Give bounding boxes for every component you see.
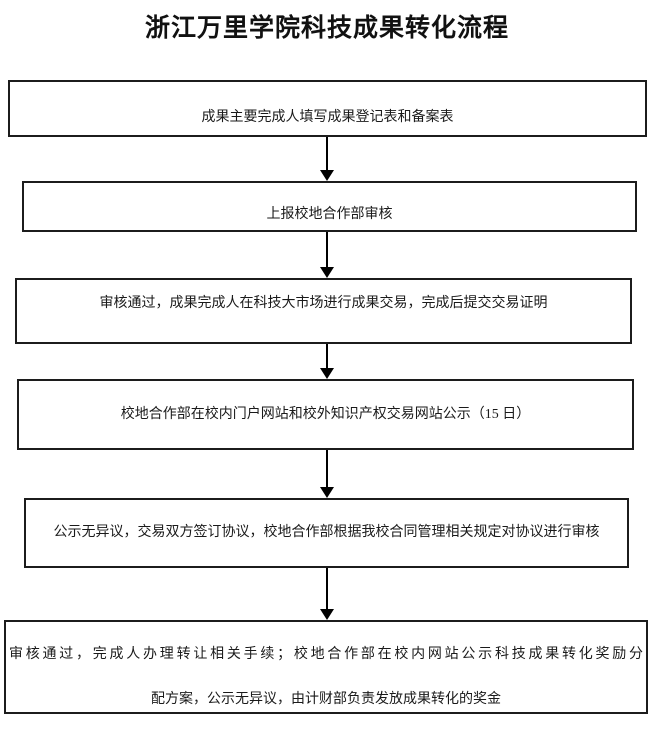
arrow-down-icon [320, 267, 334, 278]
arrow-down-icon [320, 170, 334, 181]
page-title: 浙江万里学院科技成果转化流程 [144, 15, 509, 42]
flow-step-1: 成果主要完成人填写成果登记表和备案表 [8, 80, 647, 137]
arrow-line [326, 450, 328, 487]
flow-step-2-label: 上报校地合作部审核 [266, 207, 393, 222]
flow-arrow-5 [319, 568, 335, 620]
arrow-down-icon [320, 609, 334, 620]
flow-step-2: 上报校地合作部审核 [22, 181, 637, 232]
flow-step-6-label-line2: 配方案，公示无异议，由计财部负责发放成果转化的奖金 [151, 692, 501, 707]
arrow-line [326, 137, 328, 170]
arrow-line [326, 232, 328, 267]
flow-step-4: 校地合作部在校内门户网站和校外知识产权交易网站公示（15 日） [17, 379, 634, 450]
flow-step-5: 公示无异议，交易双方签订协议，校地合作部根据我校合同管理相关规定对协议进行审核 [24, 498, 629, 568]
arrow-down-icon [320, 487, 334, 498]
flow-arrow-4 [319, 450, 335, 498]
flow-step-6: 审核通过，完成人办理转让相关手续；校地合作部在校内网站公示科技成果转化奖励分 配… [4, 620, 648, 714]
flow-step-1-label: 成果主要完成人填写成果登记表和备案表 [201, 110, 454, 125]
flow-step-6-label-line1: 审核通过，完成人办理转让相关手续；校地合作部在校内网站公示科技成果转化奖励分 [9, 647, 643, 662]
flow-step-4-label: 校地合作部在校内门户网站和校外知识产权交易网站公示（15 日） [120, 406, 531, 422]
flow-step-5-label: 公示无异议，交易双方签订协议，校地合作部根据我校合同管理相关规定对协议进行审核 [53, 525, 600, 540]
flow-step-3-label: 审核通过，成果完成人在科技大市场进行成果交易，完成后提交交易证明 [99, 296, 548, 311]
flow-arrow-1 [319, 137, 335, 181]
arrow-line [326, 568, 328, 609]
flow-arrow-3 [319, 344, 335, 379]
flow-step-3: 审核通过，成果完成人在科技大市场进行成果交易，完成后提交交易证明 [15, 278, 632, 344]
arrow-down-icon [320, 368, 334, 379]
flow-arrow-2 [319, 232, 335, 278]
arrow-line [326, 344, 328, 368]
